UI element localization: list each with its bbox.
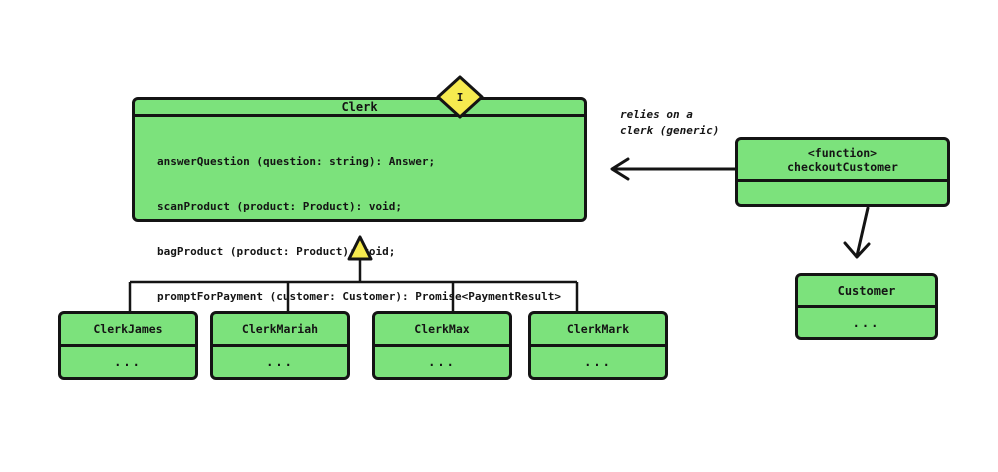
function-box-body (738, 182, 947, 204)
subclass-title: ClerkMark (531, 314, 665, 347)
subclass-box-clerkjames: ClerkJames ... (58, 311, 198, 380)
method-line: promptForPayment (customer: Customer): P… (157, 290, 561, 303)
method-line: scanProduct (product: Product): void; (157, 200, 403, 213)
subclass-title: ClerkMariah (213, 314, 347, 347)
customer-body: ... (852, 315, 881, 330)
subclass-title: ClerkJames (61, 314, 195, 347)
customer-box: Customer ... (795, 273, 938, 340)
subclass-body: ... (266, 355, 294, 369)
subclass-body: ... (114, 355, 142, 369)
function-name-label: checkoutCustomer (787, 159, 898, 174)
function-stereotype-label: <function> (807, 145, 878, 160)
customer-arrow (843, 206, 871, 259)
customer-title: Customer (798, 276, 935, 308)
dependency-label-line1: relies on a (620, 108, 693, 121)
subclass-box-clerkmariah: ClerkMariah ... (210, 311, 350, 380)
subclass-box-clerkmax: ClerkMax ... (372, 311, 512, 380)
clerk-title: Clerk (135, 100, 584, 117)
dependency-label: relies on a clerk (generic) (620, 107, 719, 139)
subclass-title: ClerkMax (375, 314, 509, 347)
checkout-customer-function-box: <function> checkoutCustomer (735, 137, 950, 207)
clerk-methods: answerQuestion (question: string): Answe… (135, 117, 584, 334)
dependency-arrow (610, 157, 737, 181)
method-line: answerQuestion (question: string): Answe… (157, 155, 436, 168)
clerk-interface-box: Clerk answerQuestion (question: string):… (132, 97, 587, 303)
dependency-label-line2: clerk (generic) (620, 124, 720, 137)
method-line: bagProduct (product: Product): void; (157, 245, 396, 258)
function-box-title: <function> checkoutCustomer (738, 140, 947, 182)
subclass-body: ... (584, 355, 612, 369)
subclass-box-clerkmark: ClerkMark ... (528, 311, 668, 380)
subclass-body: ... (428, 355, 456, 369)
